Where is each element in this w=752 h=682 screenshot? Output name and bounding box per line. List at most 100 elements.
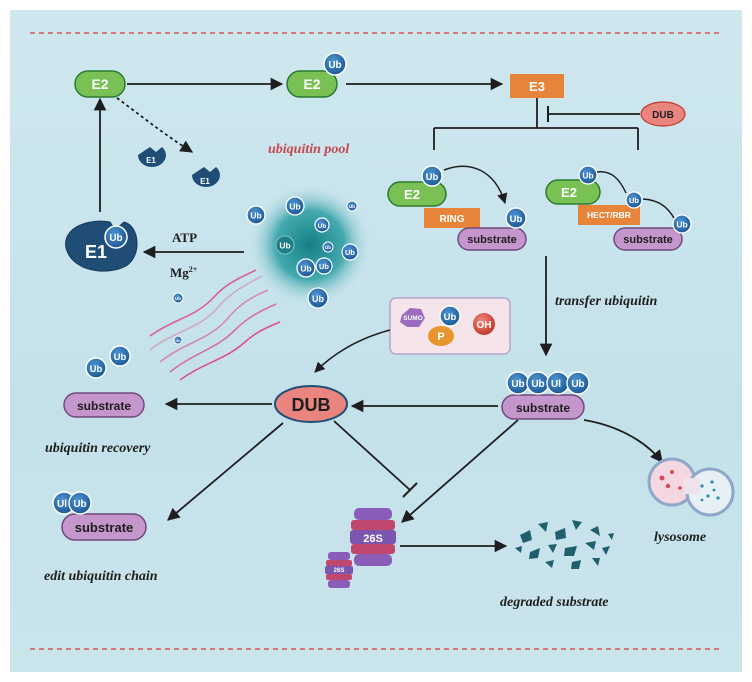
hydroxyl-icon: OH: [473, 313, 495, 335]
svg-text:Ub: Ub: [444, 312, 457, 323]
svg-text:Ub: Ub: [175, 296, 181, 301]
svg-text:RING: RING: [440, 214, 465, 225]
svg-text:substrate: substrate: [467, 234, 517, 246]
svg-text:HECT/RBR: HECT/RBR: [587, 210, 631, 220]
proteasome-26s-icon: 26S: [350, 508, 396, 566]
degraded-substrate-label: degraded substrate: [500, 595, 609, 610]
fragment-icon: [572, 520, 582, 530]
svg-text:substrate: substrate: [75, 520, 134, 535]
fragment-icon: [564, 546, 577, 556]
ubiquitin-icon: Ub: [341, 243, 359, 261]
ubiquitin-flow-ribbons: [149, 269, 281, 381]
dub-inhibitor-top: DUB: [640, 101, 686, 127]
svg-text:Ub: Ub: [676, 220, 687, 230]
arrow-substrate-to-lysosome: [583, 419, 663, 463]
ubiquitin-icon: Ub: [85, 357, 107, 379]
fragment-icon: [585, 541, 596, 550]
fragment-icon: [520, 530, 532, 543]
ubiquitin-icon: Ub: [285, 196, 305, 216]
svg-text:Ub: Ub: [318, 223, 327, 230]
svg-text:Ul: Ul: [551, 379, 561, 390]
svg-text:Ub: Ub: [328, 60, 341, 71]
fragment-icon: [538, 522, 548, 532]
ubiquitin-icon: Ub: [314, 217, 330, 233]
fragment-icon: [592, 558, 600, 566]
sumo-icon: SUMO: [400, 308, 425, 327]
ubiquitin-icon: Ub: [315, 257, 333, 275]
svg-text:Ub: Ub: [510, 214, 523, 225]
svg-text:Ub: Ub: [175, 339, 181, 343]
ubiquitin-icon: Ul: [546, 371, 570, 395]
dub-enzyme-center: DUB: [274, 385, 348, 423]
pool-ubiquitins: Ub Ub Ub Ub Ub Ub Ub Ub Ub Ub: [246, 196, 359, 309]
ubiquitin-icon: Ub: [172, 292, 184, 304]
svg-text:Ub: Ub: [511, 379, 524, 390]
fragment-icon: [548, 544, 557, 553]
ubiquitin-icon: Ub: [506, 371, 530, 395]
fragment-icon: [590, 526, 600, 536]
hect-rbr-e3-complex: HECT/RBR E2 Ub Ub substrate Ub: [545, 165, 692, 251]
svg-text:Ub: Ub: [629, 196, 639, 205]
e3-branch-bracket: [433, 98, 639, 150]
ubiquitin-pool-label: ubiquitin pool: [268, 142, 349, 157]
ubiquitin-icon: Ub: [322, 241, 334, 253]
ubiquitin-pool-cloud: [248, 183, 372, 307]
atp-label: ATP: [172, 230, 197, 245]
ubiquitin-icon: Ub: [173, 335, 183, 345]
ubiquitin-icon: Ub: [246, 205, 266, 225]
svg-text:Ub: Ub: [109, 233, 122, 244]
ubiquitin-icon: Ub: [566, 371, 590, 395]
ring-e3-complex: RING E2 Ub substrate Ub: [387, 165, 527, 251]
hect-transfer-arrow-2: [642, 198, 675, 219]
e1-enzyme-icon-small-2: E1: [192, 167, 220, 187]
modifications-box: SUMO Ub P OH: [389, 297, 511, 355]
ubiquitin-icon: Ub: [578, 165, 598, 185]
e1-enzyme-icon-small-1: E1: [138, 147, 166, 167]
svg-text:E3: E3: [529, 79, 545, 94]
inhibition-dub-to-proteasome: [333, 420, 411, 491]
fragment-icon: [602, 546, 610, 555]
arrow-modifications-to-dub: [314, 329, 391, 373]
svg-text:DUB: DUB: [292, 395, 331, 415]
transfer-ubiquitin-label: transfer ubiquitin: [555, 294, 658, 309]
ubiquitin-recovery-label: ubiquitin recovery: [45, 441, 151, 456]
ubiquitin-icon: Ub: [439, 305, 461, 327]
e1-enzyme-large: E1 Ub: [65, 220, 138, 272]
substrate-recovered: substrate: [63, 392, 145, 418]
svg-text:Ub: Ub: [349, 204, 355, 209]
svg-text:Ub: Ub: [345, 248, 355, 257]
svg-text:Ub: Ub: [319, 262, 329, 271]
edit-ubiquitin-chain-label: edit ubiquitin chain: [44, 569, 158, 584]
svg-text:Ub: Ub: [571, 379, 584, 390]
ubiquitin-icon: Ub: [68, 491, 92, 515]
fragment-icon: [515, 546, 522, 553]
ubiquitin-icon: Ub: [346, 200, 358, 212]
svg-text:26S: 26S: [363, 533, 383, 545]
proteasome-26s-icon: 26S: [325, 552, 353, 588]
ubiquitin-icon: Ub: [104, 225, 128, 249]
arrow-substrate-to-proteasome: [401, 419, 519, 523]
ubiquitin-icon: Ub: [505, 207, 527, 229]
svg-text:Ub: Ub: [325, 245, 331, 250]
svg-text:Ub: Ub: [114, 352, 127, 363]
svg-text:Ub: Ub: [73, 499, 86, 510]
svg-text:26S: 26S: [334, 568, 345, 574]
substrate-edited-chain: substrate Ul Ub: [52, 491, 147, 541]
svg-text:Ub: Ub: [582, 171, 593, 181]
ubiquitin-icon: Ub: [421, 165, 443, 187]
svg-text:E1: E1: [85, 242, 107, 262]
hect-transfer-arrow-1: [596, 171, 627, 194]
svg-text:DUB: DUB: [652, 110, 674, 121]
mg-label: Mg2+: [170, 265, 198, 280]
fragment-icon: [529, 548, 540, 559]
ubiquitin-icon: Ub: [307, 287, 329, 309]
e3-ligase: E3: [510, 74, 564, 98]
lysosome-icon: [647, 457, 735, 517]
e2-ub-complex: E2 Ub: [286, 52, 347, 98]
degraded-fragments: [515, 520, 614, 569]
e2-enzyme-left: E2: [74, 70, 126, 98]
polyubiquitinated-substrate: substrate Ub Ub Ul Ub: [501, 371, 590, 420]
fragment-icon: [571, 560, 581, 569]
ubiquitin-icon: Ub: [296, 258, 316, 278]
svg-text:E2: E2: [561, 185, 577, 200]
